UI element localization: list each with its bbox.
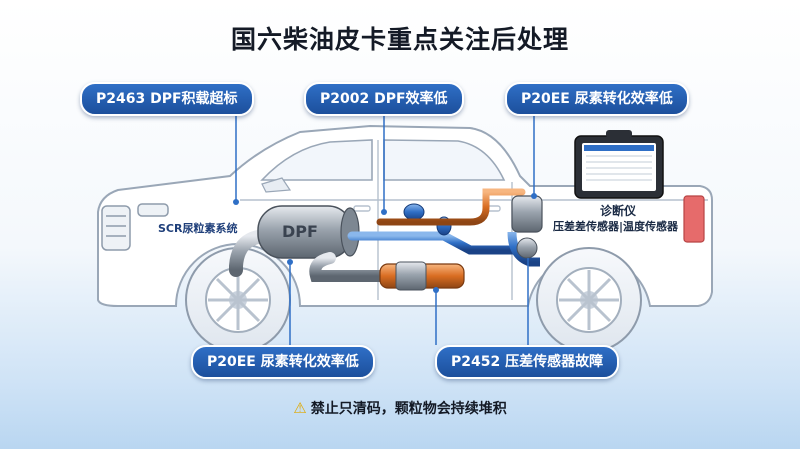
- sensor-module: [511, 195, 543, 233]
- tail-light: [683, 195, 705, 243]
- leader-lines: [235, 112, 535, 345]
- warning-triangle-icon: ⚠: [293, 399, 307, 417]
- scr-system-label: SCR尿粒素系统: [158, 222, 238, 235]
- urea-injector: [403, 203, 425, 221]
- front-wheel: [185, 247, 291, 353]
- callout-p2002: P2002 DPF效率低: [304, 82, 464, 116]
- callout-p20ee-bottom: P20EE 尿素转化效率低: [191, 345, 375, 379]
- side-mirror: [261, 177, 292, 193]
- sensors-label: 压差差传感器|温度传感器: [553, 220, 679, 233]
- callout-p20ee-top: P20EE 尿素转化效率低: [505, 82, 689, 116]
- dpf-label: DPF: [282, 222, 318, 241]
- warning-text: 禁止只清码，颗粒物会持续堆积: [310, 401, 507, 417]
- exhaust-system: [229, 188, 543, 291]
- rear-wheel: [536, 247, 642, 353]
- diagnostic-tool-label: 诊断仪: [600, 204, 637, 218]
- diagnostic-tablet-icon: [574, 130, 664, 199]
- callout-p2463: P2463 DPF积载超标: [80, 82, 254, 116]
- front-grille: [101, 203, 169, 251]
- truck-windows: [260, 139, 506, 181]
- page-title: 国六柴油皮卡重点关注后处理: [230, 25, 569, 54]
- leader-dots: [233, 193, 537, 293]
- callout-p2452: P2452 压差传感器故障: [435, 345, 620, 379]
- warning-note: ⚠禁止只清码，颗粒物会持续堆积: [0, 398, 800, 418]
